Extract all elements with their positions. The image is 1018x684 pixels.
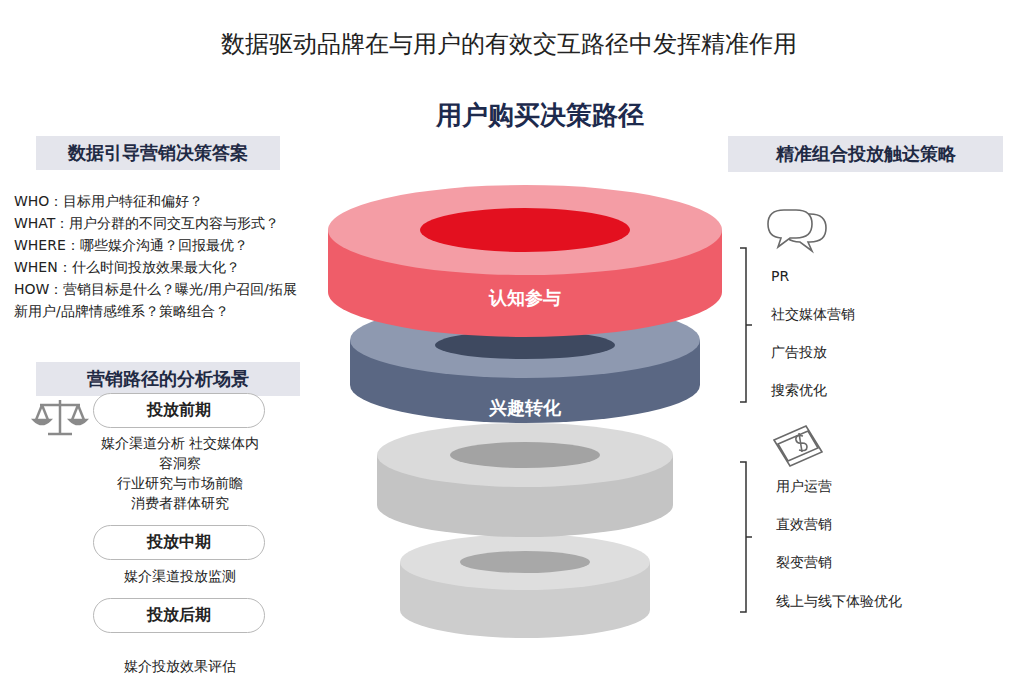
funnel-ring (377, 423, 673, 537)
ring-top (400, 534, 650, 590)
funnel-rings (328, 185, 722, 638)
strategy-item: 用户运营 (776, 476, 976, 496)
strategy-item: 搜索优化 (771, 380, 971, 400)
funnel-stage: 认知参与 (481, 282, 569, 314)
strategy-item: PR (771, 266, 971, 286)
node-text: 数据引导营销决策答案 (68, 141, 248, 165)
ring-hole (420, 208, 630, 252)
strategy-item: 直效营销 (776, 514, 976, 534)
bracket (740, 248, 752, 612)
ring-hole (450, 442, 600, 468)
question-list: WHO：目标用户特征和偏好？WHAT：用户分群的不同交互内容与形式？WHERE：… (14, 190, 304, 322)
phase-item: 媒介渠道分析 社交媒体内容洞察 (100, 433, 260, 473)
section-header: 营销路径的分析场景 (36, 362, 300, 396)
node-text: 营销路径的分析场景 (87, 367, 249, 391)
scales-icon (34, 400, 86, 434)
node-text: 投放后期 (147, 605, 211, 626)
funnel-stage: 兴趣转化 (481, 392, 569, 424)
question-text: WHO：目标用户特征和偏好？ (14, 190, 304, 212)
section-header: 数据引导营销决策答案 (36, 136, 280, 170)
strategy-item: 社交媒体营销 (771, 304, 971, 324)
diagram-heading: 用户购买决策路径 (340, 96, 740, 134)
question-text: WHAT：用户分群的不同交互内容与形式？ (14, 212, 304, 234)
phase-pill: 投放后期 (93, 598, 265, 633)
phase-item: 媒介投放效果评估 (90, 656, 270, 676)
funnel-ring (328, 185, 722, 337)
node-text: 兴趣转化 (489, 396, 561, 420)
ring-top (377, 423, 673, 487)
ring-hole (460, 551, 590, 573)
node-text: 精准组合投放触达策略 (776, 142, 956, 166)
page-title: 数据驱动品牌在与用户的有效交互路径中发挥精准作用 (0, 28, 1018, 60)
strategy-item: 裂变营销 (776, 552, 976, 572)
phase-item: 行业研究与市场前瞻 (90, 473, 270, 493)
question-text: WHERE：哪些媒介沟通？回报最优？ (14, 234, 304, 256)
question-text: HOW：营销目标是什么？曝光/用户召回/拓展新用户/品牌情感维系？策略组合？ (14, 278, 304, 322)
node-text: 认知参与 (489, 286, 561, 310)
strategy-item: 线上与线下体验优化 (776, 591, 996, 611)
ring-top (328, 185, 722, 275)
strategy-item: 广告投放 (771, 342, 971, 362)
question-text: WHEN：什么时间投放效果最大化？ (14, 256, 304, 278)
phase-pill: 投放中期 (93, 525, 265, 560)
node-text: 投放中期 (147, 532, 211, 553)
money-icon (774, 426, 822, 466)
phase-item: 媒介渠道投放监测 (90, 566, 270, 586)
node-text: 投放前期 (147, 400, 211, 421)
funnel-ring (400, 534, 650, 638)
phase-pill: 投放前期 (93, 393, 265, 428)
section-header: 精准组合投放触达策略 (728, 136, 1003, 172)
phase-item: 消费者群体研究 (90, 493, 270, 513)
speech-icon (768, 210, 826, 251)
